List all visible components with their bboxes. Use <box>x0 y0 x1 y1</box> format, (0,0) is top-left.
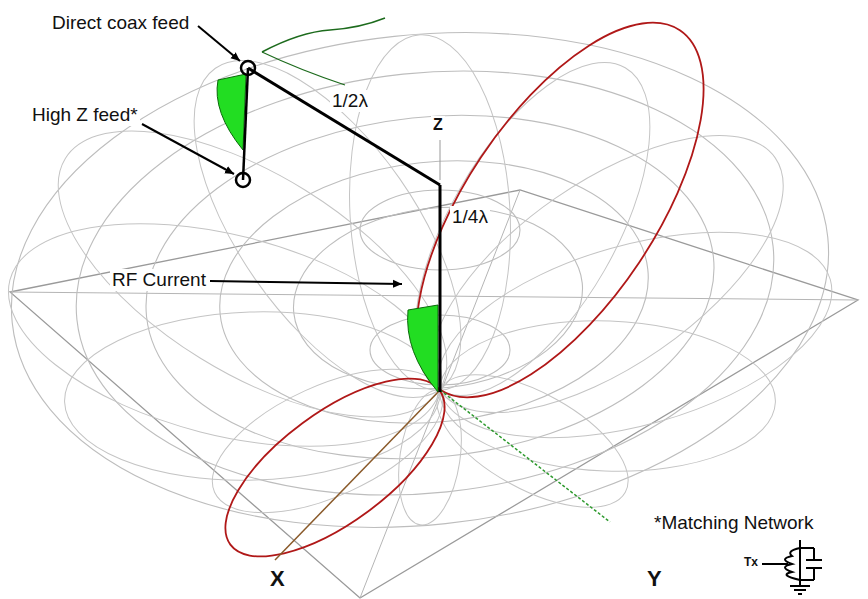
current-curve <box>262 18 385 52</box>
pattern-cross-section <box>361 0 759 442</box>
length-label: 1/4λ <box>450 206 490 228</box>
pattern-mesh <box>207 140 662 444</box>
y-axis <box>440 390 610 522</box>
signal-name: Tx <box>742 556 760 570</box>
pattern-mesh <box>390 386 469 529</box>
length-label: 1/2λ <box>330 90 370 112</box>
pattern-mesh <box>284 193 591 402</box>
pattern-mesh <box>143 18 512 440</box>
feed-point <box>236 173 250 187</box>
feed-element <box>243 68 248 180</box>
feed-label: Direct coax feed <box>50 12 191 34</box>
pattern-mesh <box>417 348 649 535</box>
leader-arrow <box>210 281 402 284</box>
pattern-mesh <box>13 74 491 474</box>
feed-label: High Z feed* <box>30 104 140 126</box>
rf-current-fill <box>217 74 246 150</box>
network-wire <box>813 548 815 560</box>
current-label: RF Current <box>110 269 208 291</box>
monopole-element <box>439 185 442 392</box>
axis-label: Z <box>431 116 445 134</box>
ground-symbol <box>798 593 802 595</box>
half-wave-element <box>248 68 440 185</box>
pattern-mesh <box>415 193 855 477</box>
rf-current-fill <box>408 305 438 392</box>
plane-line <box>10 292 858 300</box>
current-curve <box>262 52 345 85</box>
axis-label: X <box>268 566 287 591</box>
capacitor-symbol <box>806 567 822 569</box>
network-title: *Matching Network <box>652 512 815 534</box>
capacitor-symbol <box>806 559 822 561</box>
pattern-mesh <box>437 315 778 477</box>
pattern-mesh <box>387 82 827 466</box>
pattern-mesh <box>368 26 697 431</box>
network-wire <box>813 568 815 580</box>
z-axis <box>440 140 441 180</box>
ground-symbol <box>790 585 810 587</box>
pattern-mesh <box>340 30 520 394</box>
ground-symbol <box>794 589 806 591</box>
pattern-mesh <box>62 306 443 486</box>
leader-arrow <box>198 26 240 61</box>
leader-arrow <box>142 124 234 174</box>
ground-plane <box>10 190 858 598</box>
network-wire <box>762 563 788 565</box>
feed-point <box>241 61 255 75</box>
pattern-mesh <box>0 0 853 567</box>
x-axis <box>275 390 440 560</box>
network-wire <box>800 547 814 549</box>
axis-label: Y <box>645 566 664 591</box>
network-wire <box>800 579 814 581</box>
